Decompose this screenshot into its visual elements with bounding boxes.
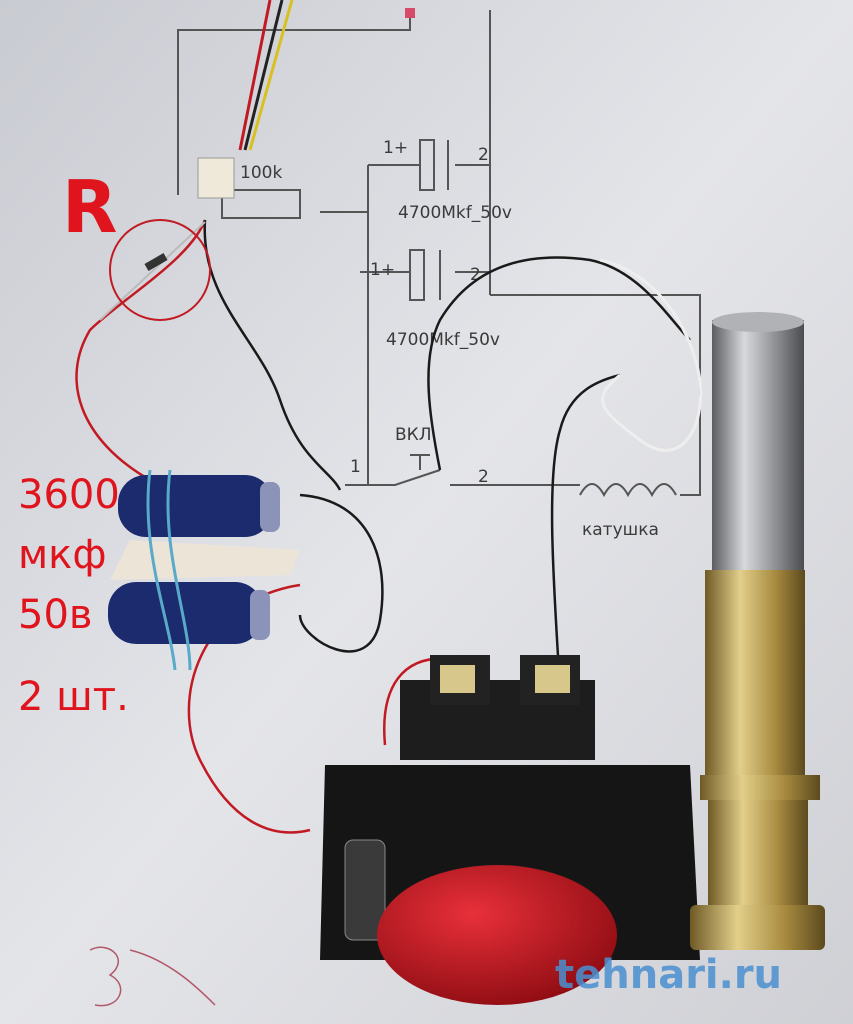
schematic-labels: 100k 1+ 2 4700Mkf_50v 1+ 2 4700Mkf_50v В… [240, 138, 659, 540]
resistor-value: 100k [240, 163, 282, 183]
resistor [144, 253, 168, 271]
handwritten-annotations: R 3600 мкф 50в 2 шт. [18, 165, 129, 720]
switch-label: ВКЛ [395, 425, 432, 445]
unit-note: мкф [18, 532, 107, 578]
red-button [377, 865, 617, 1005]
capacitance-note: 3600 [18, 472, 120, 518]
cap1-value: 4700Mkf_50v [398, 203, 512, 223]
wire-connector [197, 157, 235, 199]
switch-pin2: 2 [478, 467, 489, 487]
switch-pin1: 1 [350, 457, 361, 477]
push-button-switch [320, 655, 700, 1005]
cap2-pin-plus: 1+ [370, 260, 395, 280]
coil-tube [690, 312, 825, 950]
resistor-lead [99, 221, 206, 321]
cap2-pin2: 2 [470, 265, 481, 285]
pen-doodle [89, 946, 216, 1007]
cap1-pin-plus: 1+ [383, 138, 408, 158]
voltage-note: 50в [18, 592, 92, 638]
cap2-value: 4700Mkf_50v [386, 330, 500, 350]
connection-dot [405, 8, 415, 18]
resistor-highlight-circle [109, 219, 211, 321]
coil-label: катушка [582, 520, 659, 540]
cap1-pin2: 2 [478, 145, 489, 165]
resistor-annotation: R [62, 165, 117, 249]
quantity-note: 2 шт. [18, 674, 129, 720]
watermark: tehnari.ru [555, 952, 782, 998]
capacitors [108, 469, 300, 671]
